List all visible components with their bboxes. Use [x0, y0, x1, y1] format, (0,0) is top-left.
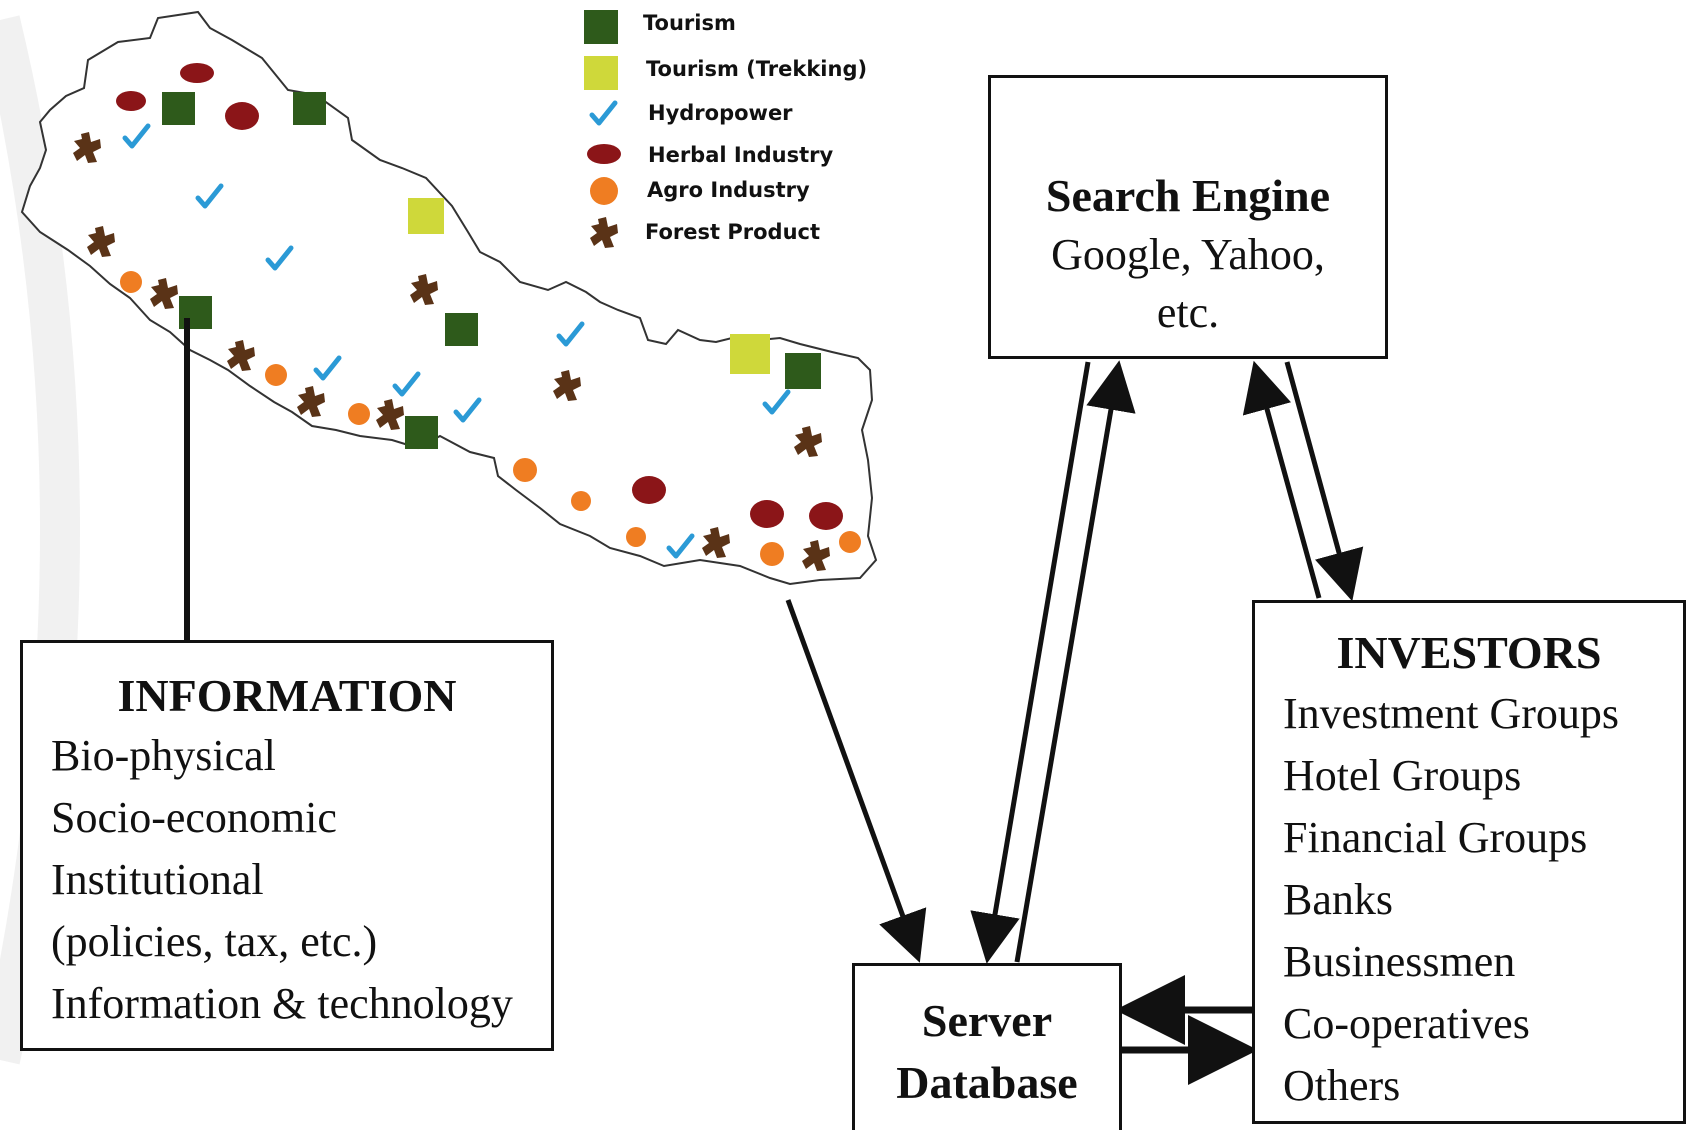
tourism-marker [179, 296, 212, 329]
server-title-line: Database [896, 1057, 1078, 1108]
information-item: (policies, tax, etc.) [51, 917, 378, 966]
search-engine-line: etc. [1156, 288, 1220, 337]
map-tourism-markers [162, 92, 821, 449]
legend-hydropower-label: Hydropower [648, 101, 793, 125]
tourism-marker [293, 92, 326, 125]
server-title-line: Server [921, 995, 1053, 1046]
information-title: INFORMATION [117, 670, 457, 721]
tourism-marker [405, 416, 438, 449]
investor-item: Financial Groups [1283, 813, 1588, 862]
map-herbal-markers [116, 63, 843, 530]
trekking-marker [408, 198, 444, 234]
herbal-marker [225, 102, 259, 130]
legend-agro-label: Agro Industry [647, 178, 810, 202]
server-to-search-arrow [1014, 360, 1136, 963]
tourism-marker [162, 92, 195, 125]
investor-item: Co-operatives [1283, 999, 1530, 1048]
agro-marker [265, 364, 287, 386]
legend-tourism-label: Tourism [643, 11, 736, 35]
search-engine-line: Google, Yahoo, [1051, 230, 1325, 279]
tourism-marker [785, 353, 821, 389]
investors-to-search-arrow [1242, 360, 1322, 599]
agro-marker [120, 271, 142, 293]
legend-herbal-icon [587, 144, 621, 164]
legend-trekking-label: Tourism (Trekking) [646, 57, 867, 81]
investor-item: Investment Groups [1283, 689, 1620, 738]
information-box: INFORMATION Bio-physical Socio-economic … [20, 640, 554, 1051]
herbal-marker [180, 63, 214, 83]
information-item: Socio-economic [51, 793, 337, 842]
legend-herbal-label: Herbal Industry [648, 143, 834, 167]
search-to-investors-arrow [1284, 361, 1364, 602]
herbal-marker [116, 91, 146, 111]
agro-marker [348, 403, 370, 425]
investor-item: Hotel Groups [1283, 751, 1522, 800]
legend-trekking-swatch [584, 56, 618, 90]
investor-item: Businessmen [1283, 937, 1516, 986]
legend-forest-label: Forest Product [645, 220, 820, 244]
agro-marker [571, 491, 591, 511]
information-item: Bio-physical [51, 731, 276, 780]
server-database-box: Server Database [852, 963, 1122, 1130]
map-agro-markers [120, 271, 861, 566]
investors-title: INVESTORS [1336, 627, 1602, 678]
information-item: Institutional [51, 855, 264, 904]
agro-marker [760, 542, 784, 566]
tourism-marker [445, 313, 478, 346]
agro-marker [513, 458, 537, 482]
agro-marker [839, 531, 861, 553]
map-trekking-markers [408, 198, 770, 374]
legend: Tourism Tourism (Trekking) Hydropower He… [584, 10, 867, 248]
legend-hydropower-icon [592, 103, 615, 123]
search-engine-box: Search Engine Google, Yahoo, etc. [988, 75, 1388, 359]
agro-marker [626, 527, 646, 547]
trekking-marker [730, 334, 770, 374]
legend-forest-icon [590, 217, 618, 248]
information-item: Information & technology [51, 979, 513, 1028]
nepal-map-outline [20, 10, 878, 586]
herbal-marker [809, 502, 843, 530]
herbal-marker [632, 476, 666, 504]
investor-item: Others [1283, 1061, 1401, 1110]
map-to-server-arrow [785, 599, 927, 963]
legend-tourism-swatch [584, 10, 618, 44]
search-to-server-arrow [970, 361, 1091, 964]
investors-box: INVESTORS Investment Groups Hotel Groups… [1252, 600, 1686, 1124]
investor-item: Banks [1283, 875, 1393, 924]
search-engine-title: Search Engine [1045, 170, 1331, 221]
legend-agro-icon [590, 177, 618, 205]
herbal-marker [750, 500, 784, 528]
